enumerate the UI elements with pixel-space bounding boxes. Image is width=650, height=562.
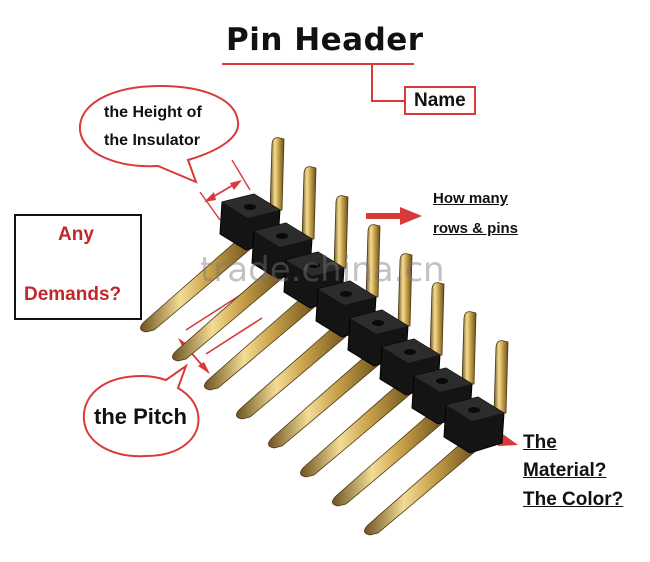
pin-bottom-8: [364, 438, 479, 536]
insulator-hole-5: [372, 320, 384, 326]
page-title: Pin Header: [226, 22, 424, 58]
demands-label-line-2: Demands?: [24, 284, 122, 305]
insulator-hole-3: [308, 262, 320, 268]
pitch-label: the Pitch: [94, 404, 187, 429]
pin-bottom-4: [236, 322, 351, 420]
material-label-line-3: The Color?: [523, 489, 624, 510]
pin-bottom-2: [172, 264, 287, 362]
demands-box: [14, 214, 142, 320]
pin-bottom-1: [140, 235, 255, 333]
pin-top-4: [365, 224, 381, 298]
pin-top-1: [269, 137, 285, 211]
demands-label-line-1: Any: [58, 224, 94, 245]
name-label: Name: [414, 90, 466, 111]
insulator-hole-6: [404, 349, 416, 355]
name-connector: [371, 64, 404, 102]
pitch-ext-1: [185, 293, 243, 331]
insulator-hole-8: [468, 407, 480, 413]
pin-top-7: [461, 311, 477, 385]
pin-bottom-3: [204, 293, 319, 391]
pin-top-6: [429, 282, 445, 356]
pitch-dim-head-2: [198, 362, 210, 374]
insulator-hole-4: [340, 291, 352, 297]
insulator-hole-1: [244, 204, 256, 210]
height-ext-1: [199, 191, 221, 221]
pin-bottom-7: [332, 409, 447, 507]
insulator-hole-7: [436, 378, 448, 384]
name-box: [404, 86, 476, 115]
material-label-line-1: The: [523, 432, 557, 453]
height-dim-head-1: [204, 192, 216, 202]
pin-bottom-6: [300, 380, 415, 478]
height-label-line-1: the Height of: [104, 104, 202, 121]
material-label-line-2: Material?: [523, 460, 607, 481]
pin-header-component: [140, 137, 509, 536]
pitch-bubble: [82, 363, 200, 458]
watermark: trade.china.cn: [200, 250, 445, 290]
pin-top-8: [493, 340, 509, 414]
rows-label-line-1: How many: [433, 190, 509, 207]
rows-arrow-head: [400, 207, 422, 225]
pin-top-5: [397, 253, 413, 327]
height-dim-head-2: [230, 180, 242, 190]
pin-top-2: [301, 166, 317, 240]
pitch-ext-2: [205, 317, 263, 355]
height-bubble: [78, 84, 240, 184]
rows-label-line-2: rows & pins: [433, 220, 519, 237]
insulator-hole-2: [276, 233, 288, 239]
pin-top-3: [333, 195, 349, 269]
height-ext-2: [231, 159, 251, 191]
height-label-line-2: the Insulator: [104, 132, 201, 149]
pin-bottom-5: [268, 351, 383, 449]
